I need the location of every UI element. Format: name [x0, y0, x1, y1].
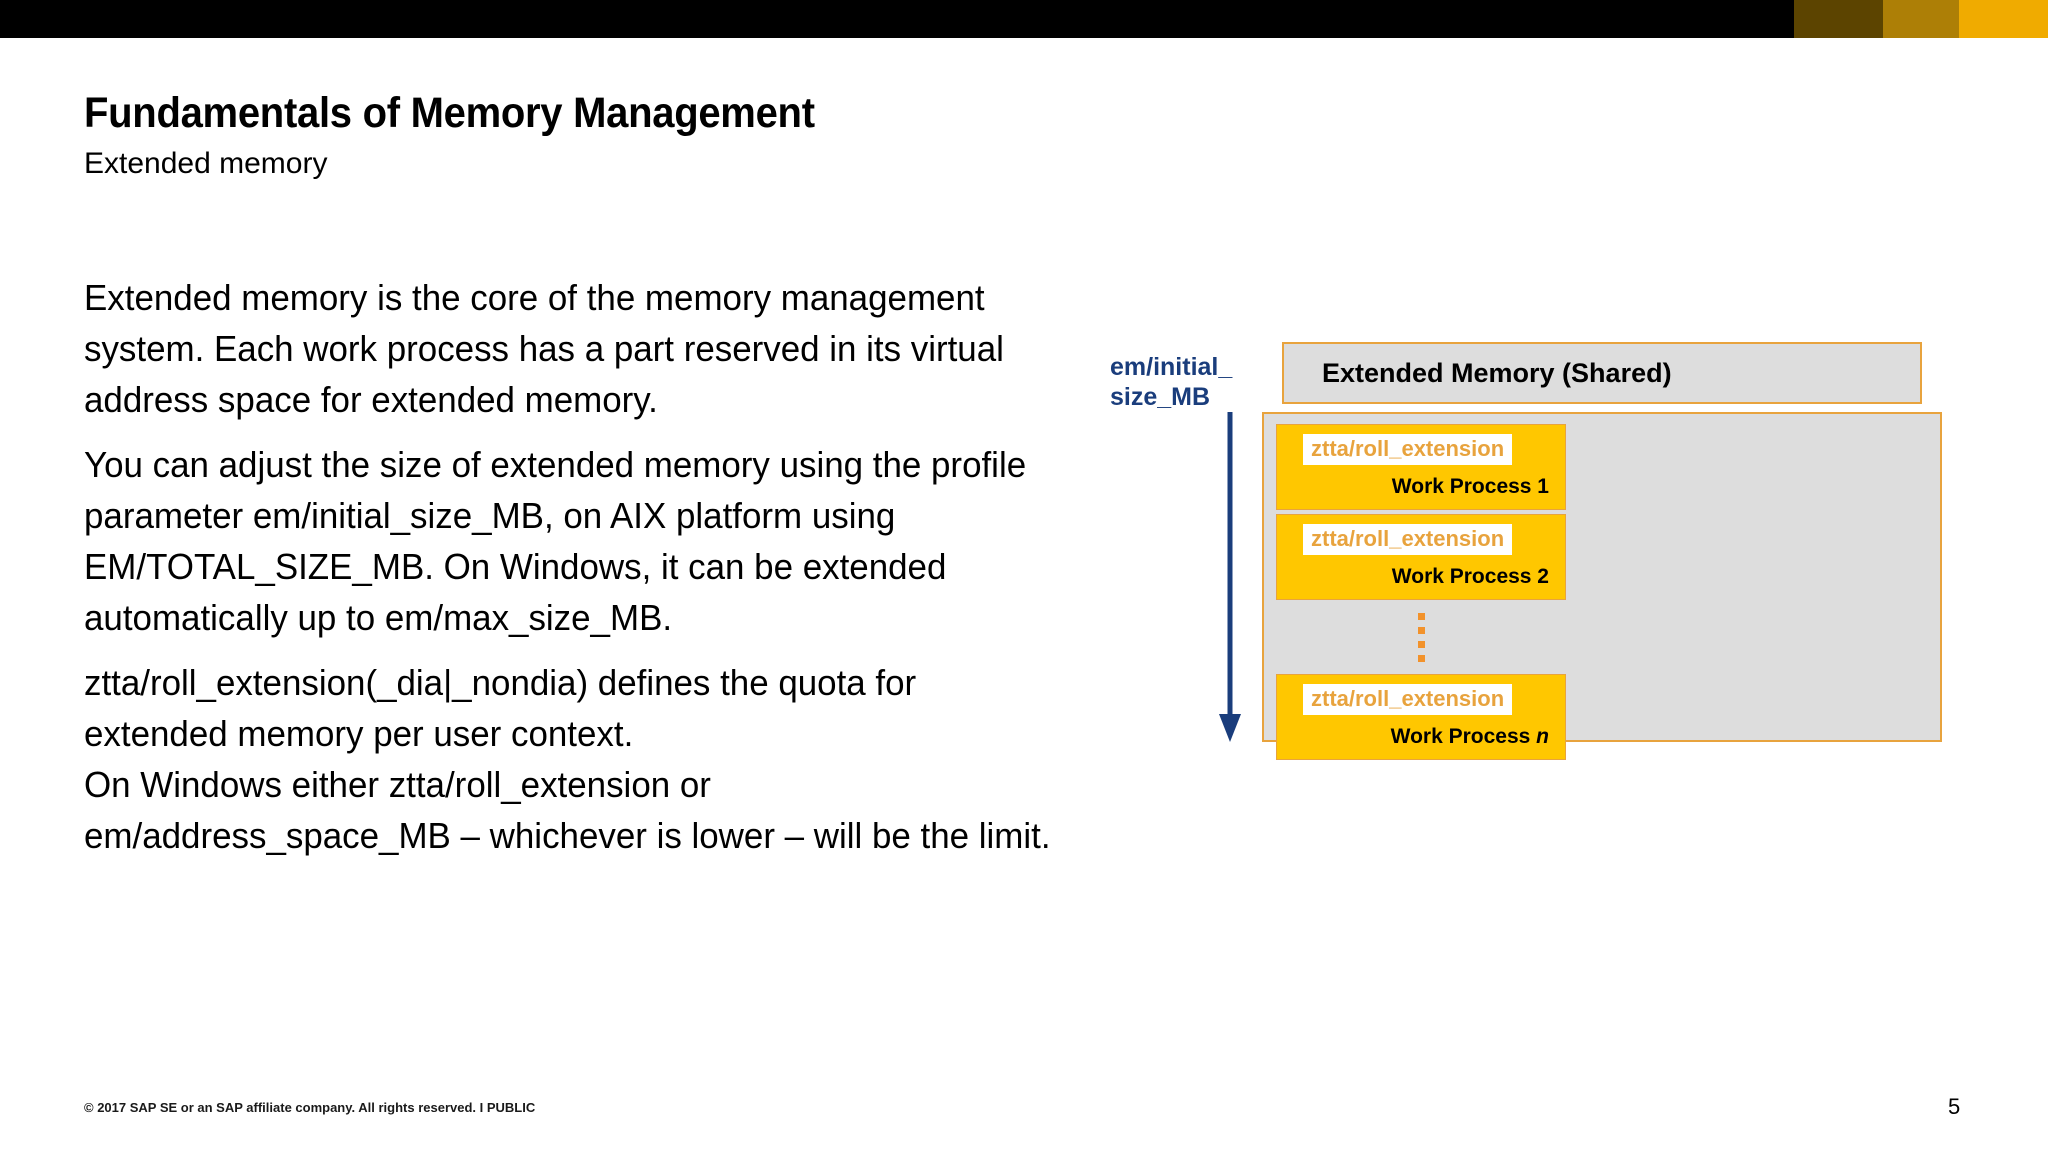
- work-process-name: Work Process 1: [1391, 475, 1549, 498]
- body-paragraph-2: You can adjust the size of extended memo…: [84, 444, 1027, 638]
- work-process-box: ztta/roll_extension Work Process n: [1276, 674, 1566, 760]
- body-text-column: Extended memory is the core of the memor…: [84, 272, 1084, 861]
- work-process-box: ztta/roll_extension Work Process 2: [1276, 514, 1566, 600]
- em-initial-size-parameter-label: em/initial_ size_MB: [1110, 353, 1233, 411]
- extended-memory-shared-header: Extended Memory (Shared): [1282, 342, 1922, 404]
- ztta-roll-extension-label: ztta/roll_extension: [1303, 434, 1513, 465]
- downward-arrow-icon: [1219, 412, 1241, 742]
- extended-memory-shared-label: Extended Memory (Shared): [1322, 357, 1672, 388]
- vertical-ellipsis-icon: [1276, 604, 1566, 670]
- extended-memory-diagram: em/initial_ size_MB Extended Memory (Sha…: [1110, 330, 2030, 1010]
- work-process-name: Work Process 2: [1391, 565, 1549, 588]
- title-block: Fundamentals of Memory Management Extend…: [84, 88, 1284, 182]
- ztta-roll-extension-label: ztta/roll_extension: [1303, 524, 1513, 555]
- work-process-box: ztta/roll_extension Work Process 1: [1276, 424, 1566, 510]
- page-title: Fundamentals of Memory Management: [84, 89, 815, 137]
- brand-band-dark-olive: [1794, 0, 1883, 38]
- work-process-name: Work Process n: [1390, 725, 1549, 748]
- brand-band-gold: [1959, 0, 2048, 38]
- extended-memory-region: ztta/roll_extension Work Process 1 ztta/…: [1262, 412, 1942, 760]
- ellipsis-dot: [1417, 640, 1425, 648]
- ztta-roll-extension-label: ztta/roll_extension: [1303, 684, 1513, 715]
- body-paragraph-3: ztta/roll_extension(_dia|_nondia) define…: [84, 662, 1051, 856]
- ellipsis-dot: [1417, 612, 1425, 620]
- brand-color-bar: [0, 0, 2048, 38]
- page-subtitle: Extended memory: [84, 147, 328, 180]
- ellipsis-dot: [1417, 654, 1425, 662]
- body-paragraph-1: Extended memory is the core of the memor…: [84, 277, 1004, 420]
- footer-copyright: © 2017 SAP SE or an SAP affiliate compan…: [84, 1100, 536, 1115]
- ellipsis-dot: [1417, 626, 1425, 634]
- brand-band-amber: [1883, 0, 1959, 38]
- brand-band-black: [0, 0, 1794, 38]
- page-number: 5: [1948, 1094, 1961, 1119]
